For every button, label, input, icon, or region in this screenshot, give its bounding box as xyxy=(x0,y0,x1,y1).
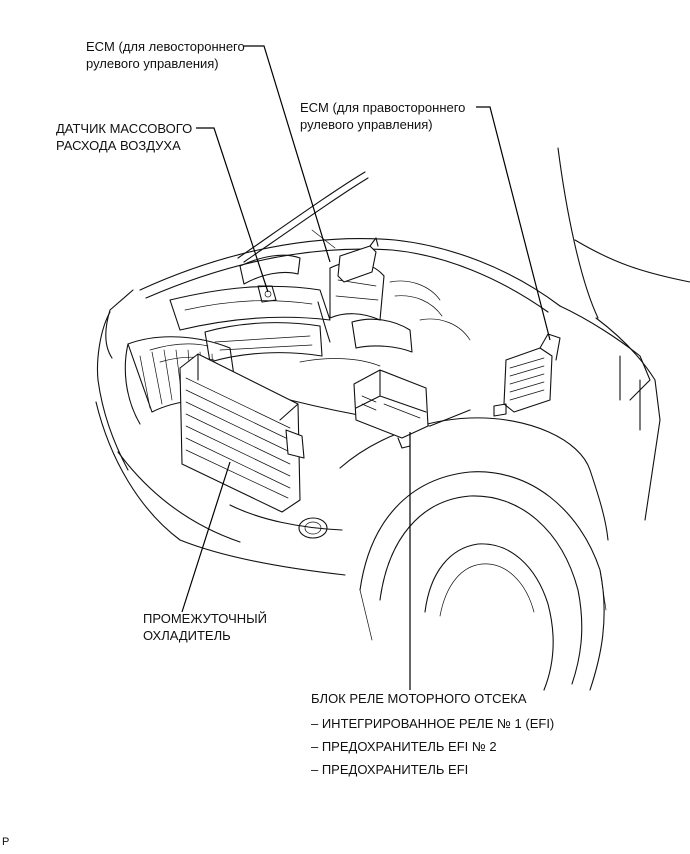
ecm-lhd-label-line-1: ECM (для левостороннего xyxy=(86,39,245,54)
relay-block-item-efi-fuse: – ПРЕДОХРАНИТЕЛЬ EFI xyxy=(311,762,469,777)
relay-block-label: БЛОК РЕЛЕ МОТОРНОГО ОТСЕКА – ИНТЕГРИРОВА… xyxy=(311,690,554,778)
leader-lines xyxy=(181,45,551,690)
leader-ecm-lhd xyxy=(244,45,331,263)
relay-block-title: БЛОК РЕЛЕ МОТОРНОГО ОТСЕКА xyxy=(311,691,527,706)
ecm-lhd-label: ECM (для левостороннего рулевого управле… xyxy=(86,38,245,72)
leader-maf-sensor xyxy=(196,127,269,293)
ecm-rhd-drawing xyxy=(493,333,561,417)
ecm-lhd-label-line-2: рулевого управления) xyxy=(86,56,219,71)
maf-sensor-label-line-2: РАСХОДА ВОЗДУХА xyxy=(56,138,181,153)
relay-block-drawing xyxy=(353,369,429,449)
relay-block-item-efi-fuse-2: – ПРЕДОХРАНИТЕЛЬ EFI № 2 xyxy=(311,739,497,754)
maf-sensor-label-line-1: ДАТЧИК МАССОВОГО xyxy=(56,121,193,136)
ecm-rhd-label-line-2: рулевого управления) xyxy=(300,117,433,132)
intercooler-label-line-2: ОХЛАДИТЕЛЬ xyxy=(143,628,231,643)
ecm-rhd-label: ECM (для правостороннего рулевого управл… xyxy=(300,99,465,133)
corner-mark: P xyxy=(2,836,10,848)
intercooler-label-line-1: ПРОМЕЖУТОЧНЫЙ xyxy=(143,611,267,626)
leader-intercooler xyxy=(181,461,231,613)
intercooler-drawing xyxy=(179,353,305,513)
hood-opening xyxy=(105,237,561,359)
ecm-lhd-drawing xyxy=(337,237,379,283)
engine-bay-components xyxy=(149,254,471,367)
relay-block-item-integrated-relay: – ИНТЕГРИРОВАННОЕ РЕЛЕ № 1 (EFI) xyxy=(311,716,555,731)
windshield-frame xyxy=(237,147,690,319)
leader-ecm-rhd xyxy=(476,106,551,341)
intercooler-label: ПРОМЕЖУТОЧНЫЙ ОХЛАДИТЕЛЬ xyxy=(143,610,267,644)
ecm-rhd-label-line-1: ECM (для правостороннего xyxy=(300,100,466,115)
maf-sensor-label: ДАТЧИК МАССОВОГО РАСХОДА ВОЗДУХА xyxy=(56,120,192,154)
front-wheel xyxy=(359,471,607,691)
